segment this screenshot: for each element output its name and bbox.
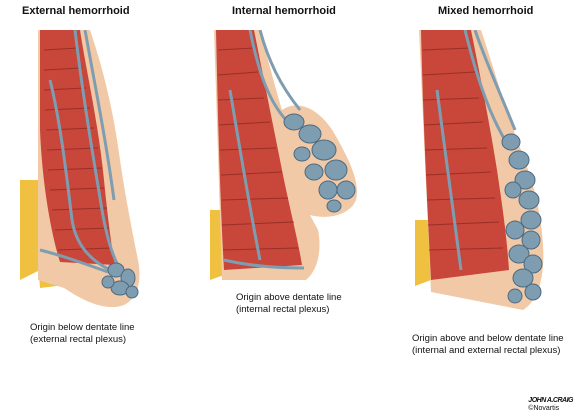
artist-signature: JOHN A.CRAIG xyxy=(528,397,573,405)
caption-internal-line2: (internal rectal plexus) xyxy=(236,304,342,316)
copyright-notice: ©Novartis xyxy=(528,405,573,413)
caption-external: Origin below dentate line (external rect… xyxy=(30,322,135,346)
external-hemorrhoid-illustration xyxy=(20,30,160,310)
caption-external-line2: (external rectal plexus) xyxy=(30,334,135,346)
caption-mixed-line1: Origin above and below dentate line xyxy=(412,333,564,345)
caption-internal: Origin above dentate line (internal rect… xyxy=(236,292,342,316)
caption-internal-line1: Origin above dentate line xyxy=(236,292,342,304)
caption-mixed-line2: (internal and external rectal plexus) xyxy=(412,345,564,357)
internal-hemorrhoid-illustration xyxy=(210,30,375,285)
caption-mixed: Origin above and below dentate line (int… xyxy=(412,333,564,357)
panel-title-mixed: Mixed hemorrhoid xyxy=(438,5,533,17)
illustration-credit: JOHN A.CRAIG ©Novartis xyxy=(528,397,573,413)
panel-title-internal: Internal hemorrhoid xyxy=(232,5,336,17)
mixed-hemorrhoid-illustration xyxy=(415,30,565,315)
caption-external-line1: Origin below dentate line xyxy=(30,322,135,334)
panel-title-external: External hemorrhoid xyxy=(22,5,130,17)
